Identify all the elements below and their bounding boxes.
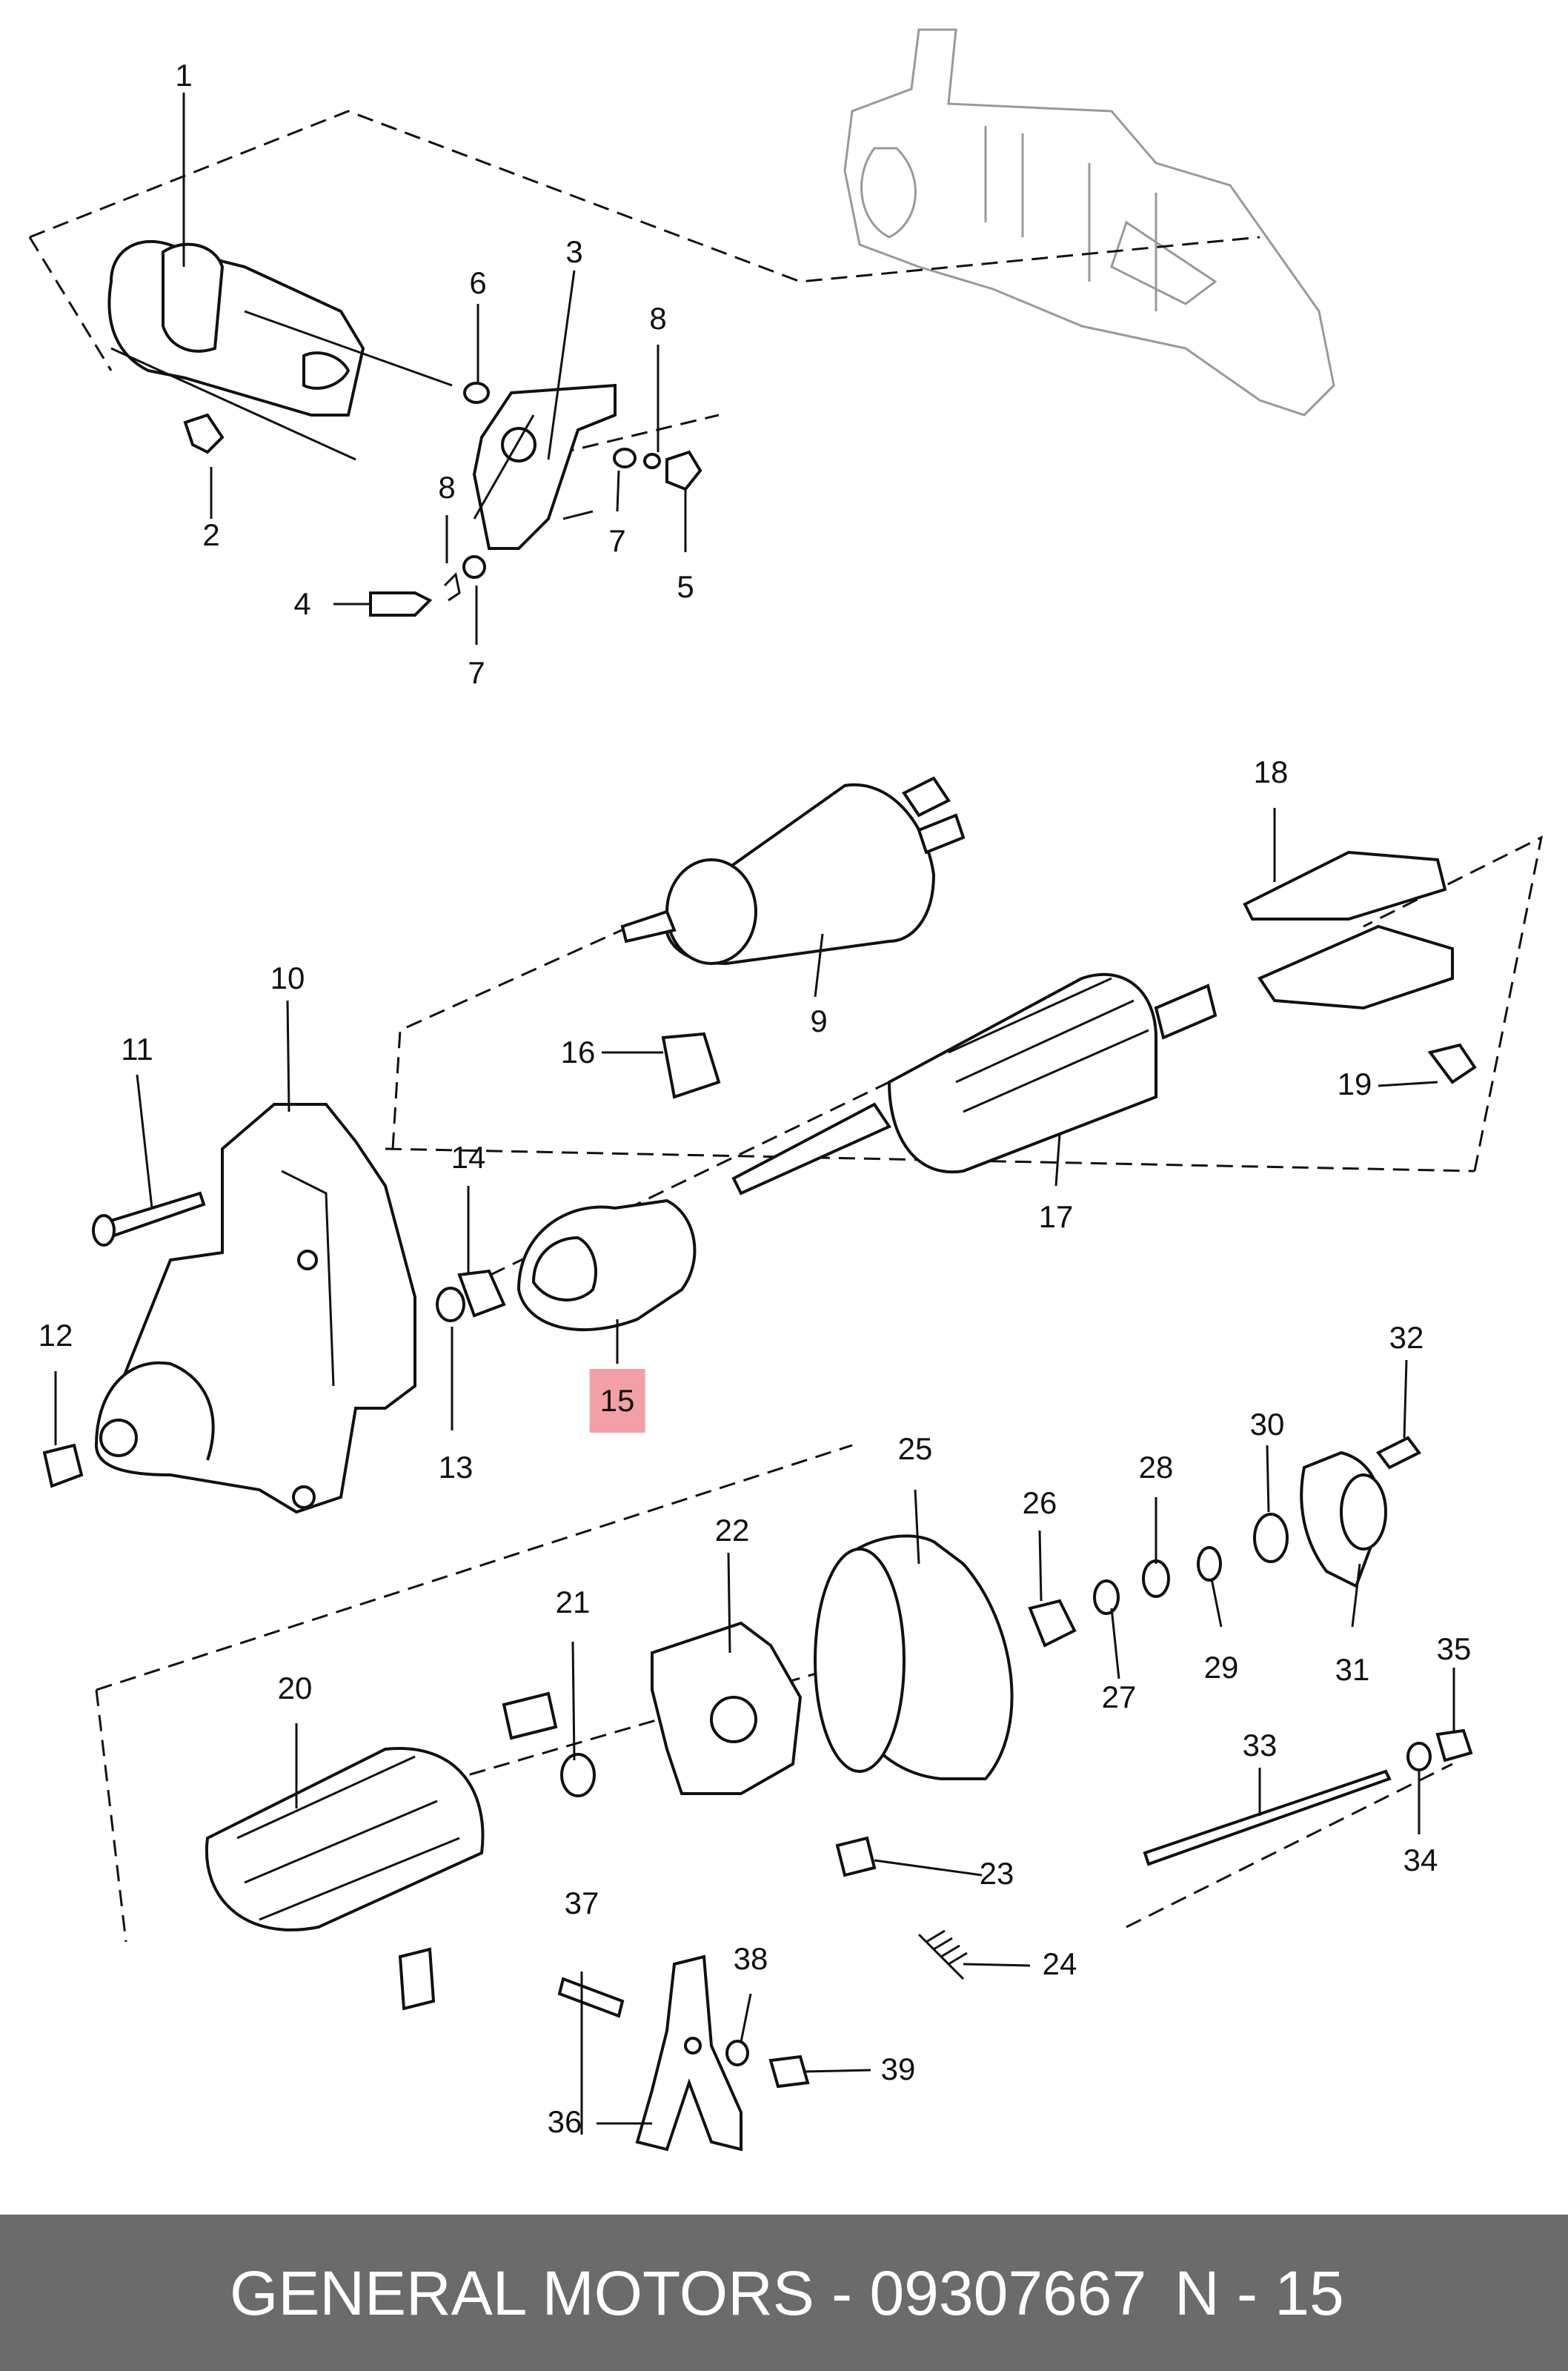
solenoid bbox=[620, 776, 966, 966]
callout-27: 27 bbox=[1101, 1679, 1137, 1714]
leader-lines bbox=[54, 93, 1455, 2135]
screw-32 bbox=[1375, 1436, 1422, 1470]
end-cap-31 bbox=[1300, 1450, 1387, 1588]
washer-21 bbox=[560, 1753, 596, 1797]
callout-7-upper: 7 bbox=[608, 523, 626, 558]
callout-32: 32 bbox=[1389, 1320, 1424, 1355]
callout-22: 22 bbox=[714, 1513, 750, 1548]
callout-21: 21 bbox=[555, 1585, 591, 1619]
callout-2: 2 bbox=[202, 517, 220, 552]
bushing-14 bbox=[457, 1269, 506, 1318]
callout-31: 31 bbox=[1335, 1652, 1370, 1687]
bottom-guide-lines bbox=[95, 1444, 1453, 1943]
through-bolt-11 bbox=[92, 1191, 206, 1247]
callout-30: 30 bbox=[1249, 1407, 1285, 1442]
callout-16: 16 bbox=[560, 1035, 596, 1070]
callout-8-lower: 8 bbox=[438, 470, 456, 505]
callout-18: 18 bbox=[1253, 755, 1289, 789]
callout-1: 1 bbox=[175, 58, 193, 93]
callout-10: 10 bbox=[270, 961, 305, 995]
exploded-parts-diagram bbox=[28, 28, 1544, 2152]
callout-4: 4 bbox=[293, 586, 311, 621]
washer-34 bbox=[1406, 1742, 1432, 1771]
callout-36: 36 bbox=[547, 2104, 582, 2139]
callout-14: 14 bbox=[451, 1140, 486, 1175]
screw-19 bbox=[1427, 1043, 1477, 1084]
engine-block-outline bbox=[843, 28, 1335, 417]
callout-11: 11 bbox=[121, 1032, 153, 1067]
callout-25: 25 bbox=[897, 1431, 933, 1466]
callout-12: 12 bbox=[38, 1318, 73, 1353]
callout-6: 6 bbox=[469, 265, 487, 300]
callout-17: 17 bbox=[1038, 1199, 1074, 1234]
callout-20: 20 bbox=[277, 1671, 313, 1705]
drive-end-housing bbox=[94, 1103, 416, 1514]
callout-37: 37 bbox=[564, 1886, 599, 1920]
bushing-26 bbox=[1028, 1599, 1077, 1648]
footer-bar: GENERAL MOTORS - 09307667 N - 15 bbox=[0, 2215, 1568, 2371]
callout-26: 26 bbox=[1022, 1485, 1057, 1520]
drive-pinion-15 bbox=[516, 1198, 697, 1332]
callout-35: 35 bbox=[1436, 1631, 1472, 1666]
callout-9: 9 bbox=[810, 1004, 828, 1038]
callout-29: 29 bbox=[1203, 1650, 1239, 1685]
armature-17 bbox=[731, 972, 1217, 1196]
callout-28: 28 bbox=[1138, 1450, 1174, 1485]
nut-35 bbox=[1435, 1728, 1473, 1763]
callout-33: 33 bbox=[1242, 1728, 1278, 1763]
bushing-12 bbox=[42, 1443, 84, 1488]
callout-15-highlighted: 15 bbox=[589, 1369, 645, 1433]
through-bolt-33 bbox=[1143, 1769, 1392, 1866]
seal-30 bbox=[1253, 1513, 1289, 1563]
field-coil-20 bbox=[205, 1691, 558, 2011]
brush-holder-plates-18 bbox=[1243, 850, 1454, 1010]
callout-19: 19 bbox=[1337, 1067, 1372, 1101]
callout-8-upper: 8 bbox=[649, 301, 667, 336]
washer-27 bbox=[1093, 1579, 1120, 1615]
mounting-bracket bbox=[472, 383, 617, 550]
spring-24 bbox=[917, 1929, 968, 1980]
callout-7-lower: 7 bbox=[468, 655, 485, 690]
washer-38 bbox=[725, 2040, 749, 2066]
shift-lever-36 bbox=[635, 1954, 743, 2152]
callout-5: 5 bbox=[677, 569, 694, 604]
callout-3: 3 bbox=[565, 234, 583, 269]
brush-23 bbox=[835, 1836, 877, 1877]
callout-39: 39 bbox=[880, 2052, 916, 2086]
commutator-end-housing-25 bbox=[814, 1534, 1014, 1780]
callout-23: 23 bbox=[979, 1856, 1014, 1891]
callout-24: 24 bbox=[1042, 1946, 1077, 1981]
lever-pivot-16 bbox=[661, 1032, 721, 1099]
bracket-hardware bbox=[183, 382, 702, 617]
nut-39 bbox=[768, 2055, 810, 2089]
brush-plate-22 bbox=[651, 1621, 803, 1795]
ring-13 bbox=[436, 1287, 465, 1322]
bolt-37 bbox=[557, 1977, 625, 2018]
washer-29 bbox=[1197, 1546, 1222, 1582]
washer-28 bbox=[1142, 1559, 1170, 1598]
callout-13: 13 bbox=[438, 1450, 474, 1485]
callout-34: 34 bbox=[1403, 1843, 1438, 1877]
brand-part-number: GENERAL MOTORS - 09307667 bbox=[230, 2258, 1147, 2328]
starter-motor-assembly bbox=[107, 239, 453, 461]
callout-38: 38 bbox=[733, 1941, 768, 1976]
page-reference: N - 15 bbox=[1175, 2258, 1344, 2328]
